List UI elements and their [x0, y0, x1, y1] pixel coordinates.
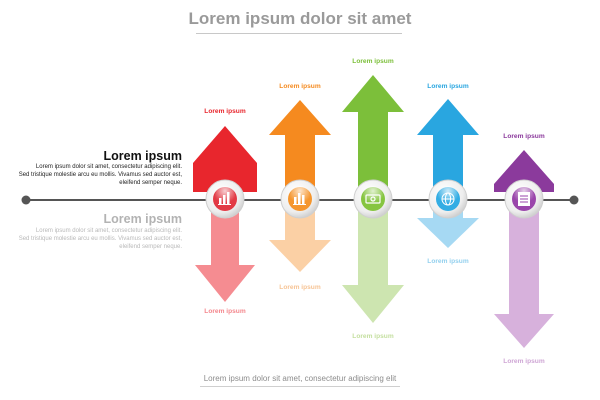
title-underline [196, 33, 402, 34]
arrow-4-up-label: Lorem ipsum [427, 83, 469, 90]
arrow-3-up-label: Lorem ipsum [352, 58, 394, 65]
node-4 [428, 179, 468, 219]
block-2-line-2: Sed tristique molestie arcu eu mollis. V… [18, 236, 182, 242]
footer-underline [200, 386, 400, 387]
arrow-5 [494, 150, 554, 348]
node-2 [280, 179, 320, 219]
arrow-2 [269, 100, 331, 272]
arrow-1 [193, 126, 257, 302]
block-1-line-2: Sed tristique molestie arcu eu mollis. V… [18, 172, 182, 178]
page-title: Lorem ipsum dolor sit amet [188, 9, 412, 28]
arrow-1-up [193, 126, 257, 192]
block-1-body: Lorem ipsum dolor sit amet, consectetur … [0, 163, 182, 187]
arrow-5-down [494, 208, 554, 348]
arrow-4-up [417, 99, 479, 192]
timeline-end-dot [569, 195, 579, 205]
block-1-heading: Lorem ipsum [103, 149, 183, 163]
globe-icon [441, 192, 455, 206]
arrow-1-down-label: Lorem ipsum [204, 308, 246, 315]
arrow-1-up-label: Lorem ipsum [204, 108, 246, 115]
block-1-line-1: Lorem ipsum dolor sit amet, consectetur … [35, 164, 182, 170]
arrow-2-up-label: Lorem ipsum [279, 83, 321, 90]
bar-chart-icon [293, 193, 306, 205]
block-2-body: Lorem ipsum dolor sit amet, consectetur … [0, 227, 182, 251]
arrow-3 [342, 75, 404, 323]
node-3 [353, 179, 393, 219]
node-5 [504, 179, 544, 219]
arrow-5-up-label: Lorem ipsum [503, 133, 545, 140]
block-2-line-3: eleifend semper neque. [119, 244, 182, 250]
block-1-line-3: eleifend semper neque. [119, 180, 182, 186]
arrow-4-down [417, 208, 479, 248]
arrow-1-down [195, 208, 255, 302]
arrow-2-down-label: Lorem ipsum [279, 284, 321, 291]
arrow-3-down-label: Lorem ipsum [352, 333, 394, 340]
block-2-heading: Lorem ipsum [103, 212, 183, 226]
footer-caption: Lorem ipsum dolor sit amet, consectetur … [203, 374, 397, 383]
timeline-start-dot [21, 195, 31, 205]
block-2-line-1: Lorem ipsum dolor sit amet, consectetur … [35, 228, 182, 234]
notepad-icon [518, 192, 530, 206]
money-icon [365, 194, 381, 204]
arrow-2-up [269, 100, 331, 192]
bar-chart-icon [218, 192, 231, 205]
arrow-4 [417, 99, 479, 248]
arrow-2-down [269, 208, 331, 272]
arrow-4-down-label: Lorem ipsum [427, 258, 469, 265]
node-1 [205, 179, 245, 219]
arrow-3-down [342, 208, 404, 323]
arrow-3-up [342, 75, 404, 192]
arrow-5-down-label: Lorem ipsum [503, 358, 545, 365]
arrow-5-up [494, 150, 554, 192]
